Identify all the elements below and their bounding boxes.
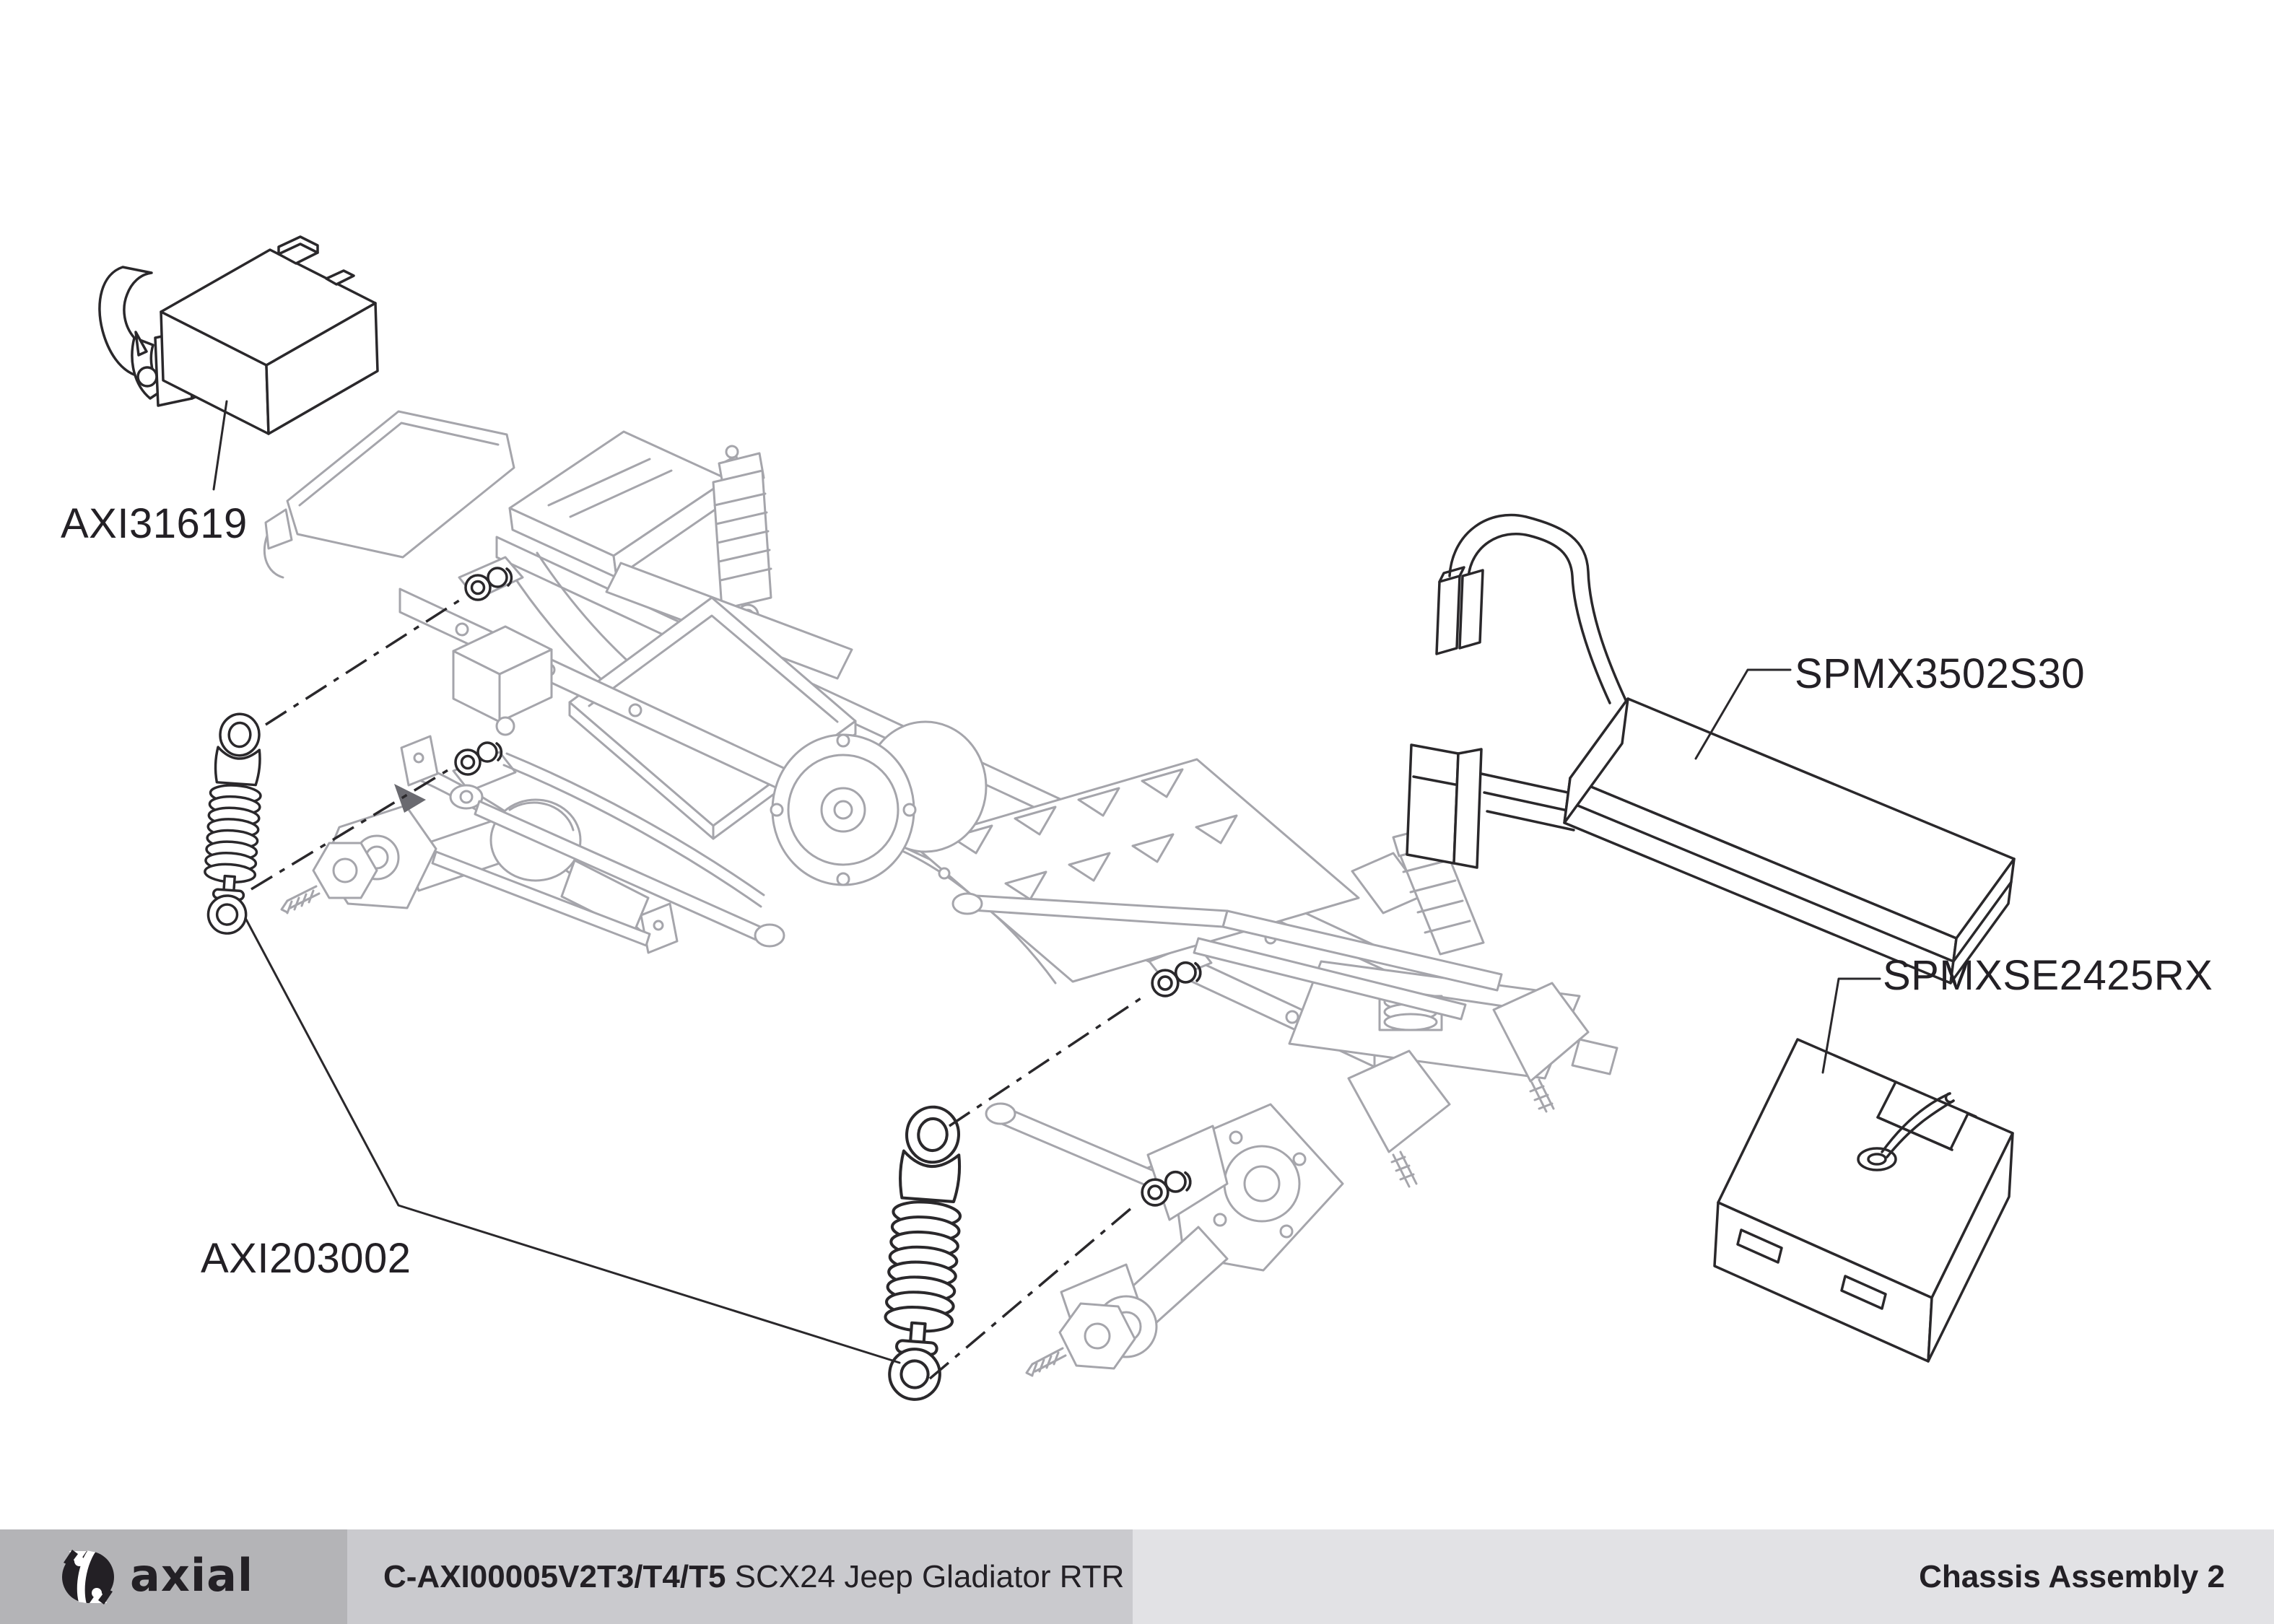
battery-part-drawing — [1406, 513, 2016, 985]
part-label-servo: AXI31619 — [61, 500, 248, 547]
part-label-shocks: AXI203002 — [201, 1235, 411, 1282]
footer-page-title-block: Chassis Assembly 2 — [1133, 1529, 2274, 1624]
rear-shock-part-drawing — [879, 1104, 968, 1402]
footer-brand-block: axial — [0, 1529, 347, 1624]
axial-logo-icon — [62, 1549, 114, 1605]
document-code: C-AXI00005V2T3/T4/T5 — [383, 1558, 726, 1594]
footer-document-block: C-AXI00005V2T3/T4/T5 SCX24 Jeep Gladiato… — [347, 1529, 1133, 1624]
receiver-part-drawing — [1713, 1038, 2014, 1363]
label-leader-lines — [212, 400, 1881, 1364]
part-label-receiver: SPMXSE2425RX — [1883, 952, 2213, 999]
assembly-axis-lines — [251, 599, 1147, 1380]
chassis-drawing — [263, 410, 1619, 1377]
brand-wordmark: axial — [130, 1549, 254, 1602]
part-label-battery: SPMX3502S30 — [1795, 650, 2086, 697]
footer-bar: axial C-AXI00005V2T3/T4/T5 SCX24 Jeep Gl… — [0, 1529, 2274, 1624]
document-title: SCX24 Jeep Gladiator RTR — [726, 1558, 1125, 1594]
front-shock-part-drawing — [199, 711, 268, 937]
servo-part-drawing — [98, 235, 379, 435]
page-title: Chassis Assembly 2 — [1919, 1558, 2225, 1594]
